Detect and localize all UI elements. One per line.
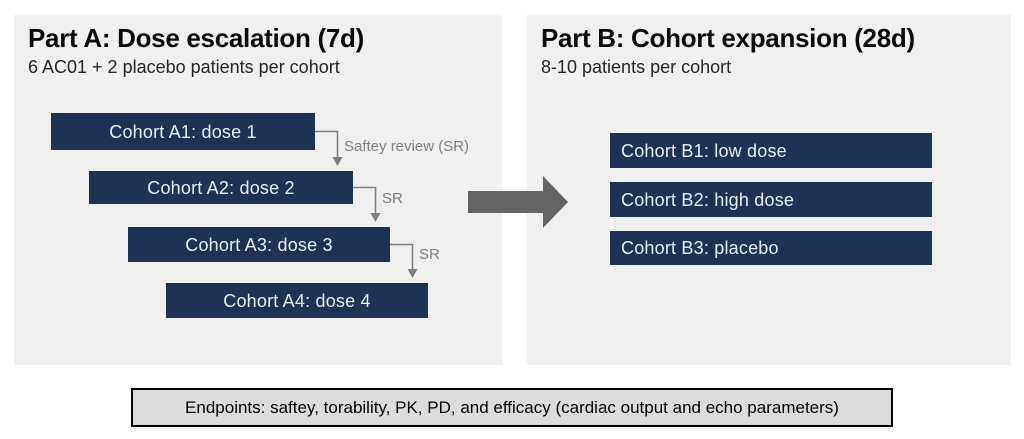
endpoints-box: Endpoints: saftey, torability, PK, PD, a… <box>131 388 893 427</box>
part-a-title: Part A: Dose escalation (7d) <box>28 23 364 53</box>
cohort-a1-box: Cohort A1: dose 1 <box>51 113 315 150</box>
cohort-b3-box: Cohort B3: placebo <box>610 231 932 265</box>
safety-review-label-1: Saftey review (SR) <box>344 138 470 155</box>
cohort-b2-box: Cohort B2: high dose <box>610 182 932 217</box>
cohort-a3-box: Cohort A3: dose 3 <box>128 227 390 262</box>
part-b-subtitle: 8-10 patients per cohort <box>541 57 732 77</box>
part-b-title: Part B: Cohort expansion (28d) <box>541 23 915 53</box>
cohort-a3-label: Cohort A3: dose 3 <box>185 234 333 255</box>
safety-review-label-3: SR <box>419 246 440 263</box>
cohort-a2-label: Cohort A2: dose 2 <box>147 177 295 198</box>
cohort-a4-label: Cohort A4: dose 4 <box>223 290 371 311</box>
safety-review-label-2: SR <box>382 190 403 207</box>
cohort-b2-label: Cohort B2: high dose <box>621 189 795 210</box>
cohort-b3-label: Cohort B3: placebo <box>621 238 779 258</box>
cohort-a4-box: Cohort A4: dose 4 <box>166 283 428 318</box>
cohort-b1-label: Cohort B1: low dose <box>621 140 787 161</box>
cohort-a1-label: Cohort A1: dose 1 <box>109 121 257 142</box>
cohort-a2-box: Cohort A2: dose 2 <box>89 171 353 204</box>
part-a-subtitle: 6 AC01 + 2 placebo patients per cohort <box>28 57 340 77</box>
endpoints-text: Endpoints: saftey, torability, PK, PD, a… <box>185 398 839 417</box>
cohort-b1-box: Cohort B1: low dose <box>610 133 932 168</box>
